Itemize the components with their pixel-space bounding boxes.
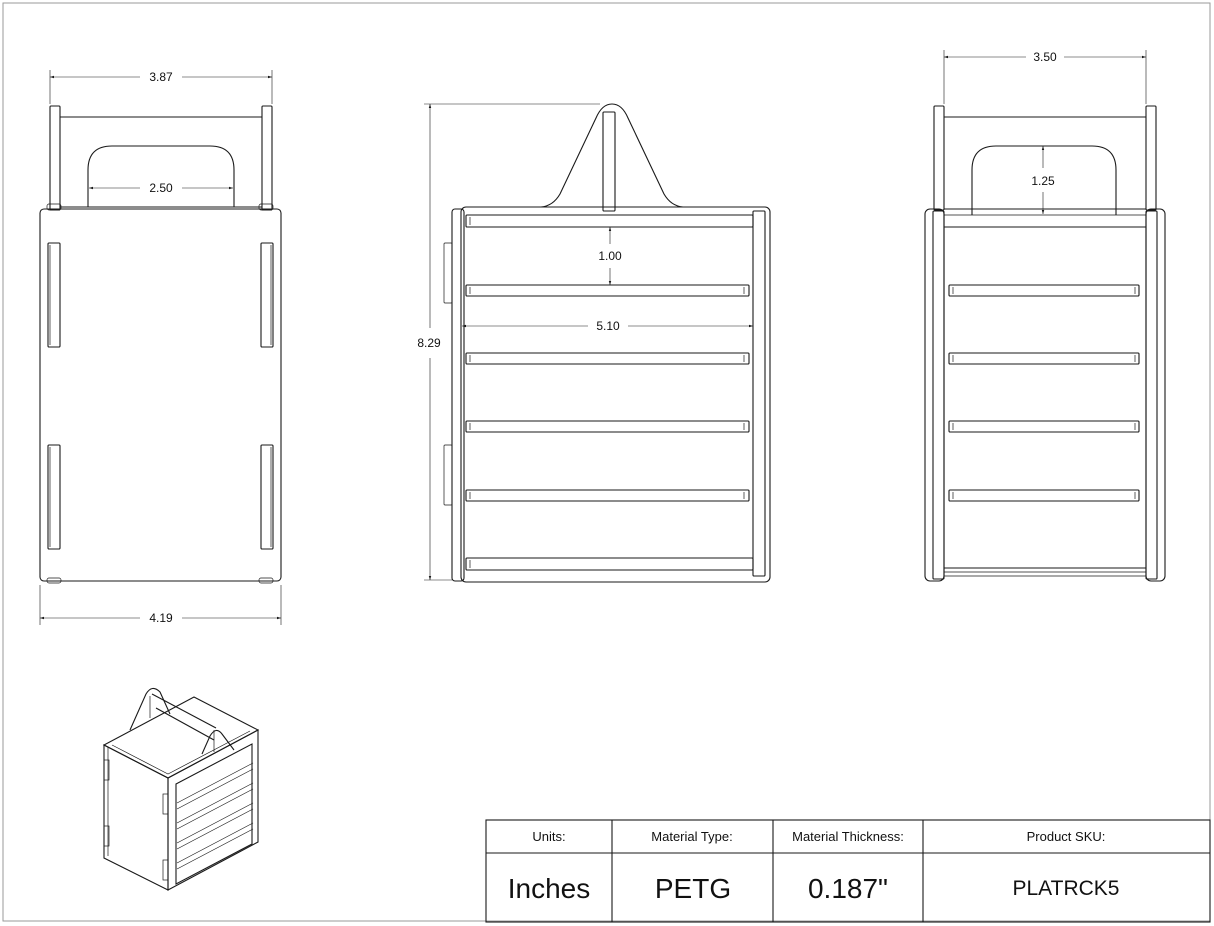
- side-view: 8.29 1.00 5.10: [417, 103, 771, 583]
- back-view: 3.50 1.25: [924, 50, 1166, 582]
- dim-front-handle-width: 2.50: [149, 181, 173, 195]
- units-label: Units:: [532, 829, 565, 844]
- front-view: 3.87 2.50 4.19: [39, 70, 282, 625]
- thickness-label: Material Thickness:: [792, 829, 904, 844]
- units-value: Inches: [508, 873, 591, 904]
- thickness-value: 0.187": [808, 873, 888, 904]
- material-label: Material Type:: [651, 829, 732, 844]
- dim-back-top-width: 3.50: [1033, 50, 1057, 64]
- dim-side-slot-length: 5.10: [596, 319, 620, 333]
- sku-value: PLATRCK5: [1013, 877, 1120, 900]
- isometric-view: [102, 687, 260, 891]
- dim-front-bottom-width: 4.19: [149, 611, 173, 625]
- dim-side-slot-spacing: 1.00: [598, 249, 622, 263]
- material-value: PETG: [655, 873, 731, 904]
- dim-side-height: 8.29: [417, 336, 441, 350]
- dim-front-top-width: 3.87: [149, 70, 173, 84]
- title-block: Units: Inches Material Type: PETG Materi…: [485, 819, 1211, 923]
- dim-back-handle-height: 1.25: [1031, 174, 1055, 188]
- sku-label: Product SKU:: [1027, 829, 1106, 844]
